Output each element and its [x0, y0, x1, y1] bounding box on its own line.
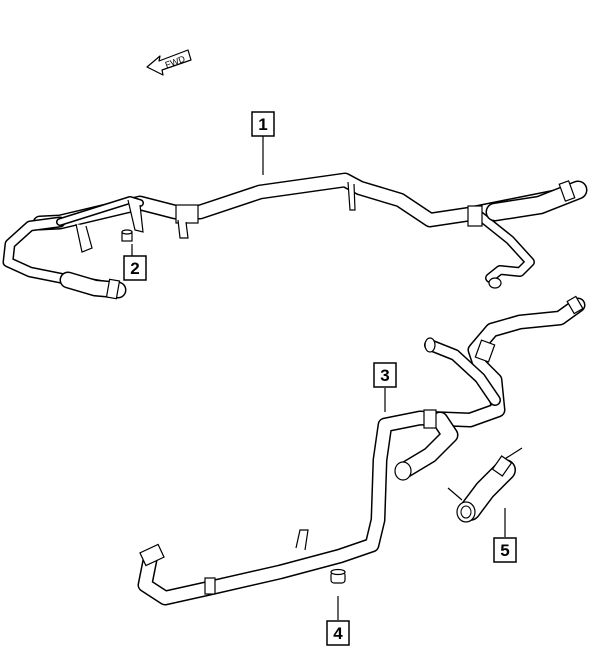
- callout-1: 1: [251, 111, 275, 175]
- callout-2-label: 2: [130, 259, 139, 278]
- clip-part-2-icon: [121, 229, 133, 242]
- callout-3-label: 3: [380, 366, 389, 385]
- callout-5-label: 5: [500, 541, 509, 560]
- callout-2: 2: [123, 244, 147, 281]
- callout-4: 4: [326, 596, 350, 646]
- fwd-label: FWD: [164, 54, 187, 71]
- heater-hose-lower-assembly: [137, 295, 586, 606]
- grommet-part-4-icon: [330, 568, 346, 584]
- heater-hose-upper-assembly: [2, 172, 588, 300]
- hose-part-5: [447, 447, 523, 523]
- callout-3: 3: [373, 362, 397, 412]
- fwd-arrow-icon: FWD: [146, 49, 192, 76]
- callout-1-label: 1: [258, 115, 267, 134]
- callout-5: 5: [493, 508, 517, 563]
- callout-4-label: 4: [333, 624, 343, 643]
